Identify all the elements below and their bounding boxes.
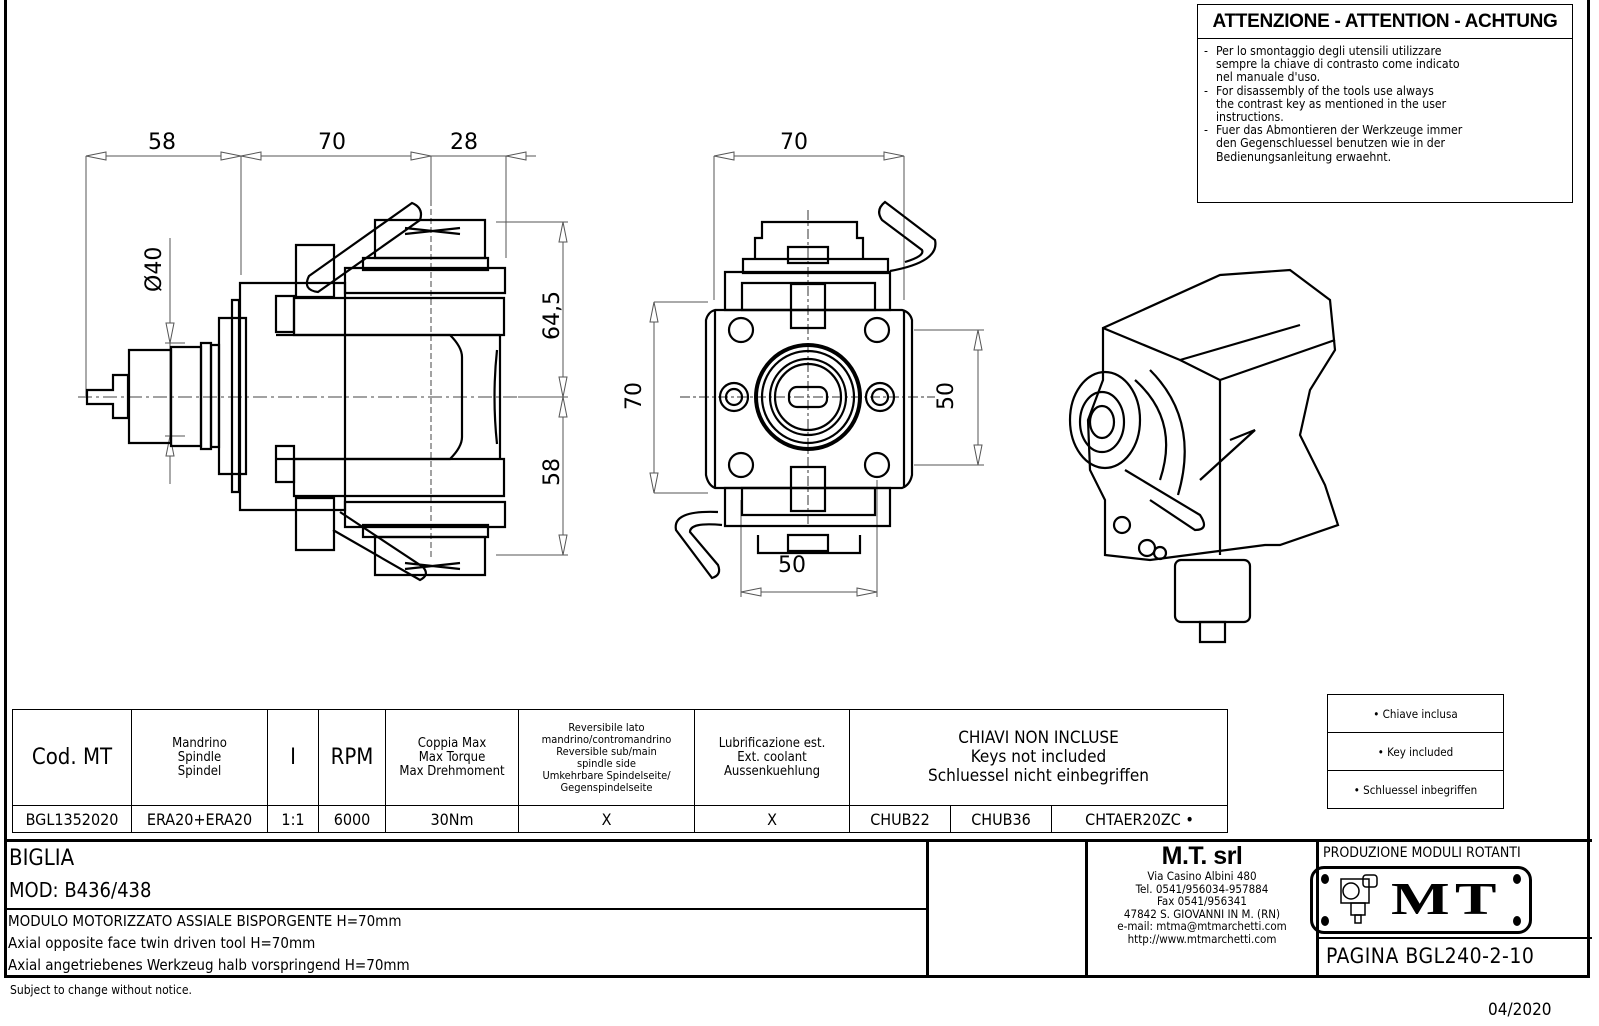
- cell-coolant: X: [694, 805, 850, 833]
- disclaimer-text: Subject to change without notice.: [10, 983, 192, 997]
- cell-rpm: 6000: [318, 805, 386, 833]
- front-view-body: [676, 202, 936, 578]
- dimension-label: 70: [780, 130, 808, 155]
- warning-line: instructions.: [1216, 110, 1284, 125]
- company-name: M.T. srl: [1161, 842, 1243, 870]
- dimension-label: 28: [450, 130, 478, 155]
- company-email[interactable]: e-mail: mtma@mtmarchetti.com: [1117, 919, 1287, 933]
- divider: [1085, 839, 1088, 978]
- description-de: Axial angetriebenes Werkzeug halb vorspr…: [8, 956, 410, 974]
- company-website[interactable]: http://www.mtmarchetti.com: [1127, 931, 1277, 946]
- dimension-label: 50: [778, 553, 806, 578]
- cell-key-3: CHTAER20ZC •: [1051, 805, 1228, 833]
- cell-torque: 30Nm: [385, 805, 519, 833]
- legend-item: • Schluessel inbegriffen: [1353, 782, 1478, 797]
- warning-line: For disassembly of the tools use always: [1216, 83, 1434, 98]
- logo-text: MT: [1391, 873, 1502, 924]
- dimension-label: 58: [540, 458, 565, 486]
- description-it: MODULO MOTORIZZATO ASSIALE BISPORGENTE H…: [8, 912, 402, 930]
- divider: [926, 839, 929, 978]
- warning-line: the contrast key as mentioned in the use…: [1216, 96, 1447, 111]
- divider: [1316, 839, 1319, 978]
- warning-title: ATTENZIONE - ATTENTION - ACHTUNG: [1198, 5, 1572, 39]
- company-address: Via Casino Albini 480: [1147, 869, 1257, 883]
- description-en: Axial opposite face twin driven tool H=7…: [8, 934, 316, 952]
- title-block-border: [4, 839, 1592, 842]
- technical-drawing: [0, 0, 1599, 700]
- company-logo: MT: [1310, 866, 1532, 934]
- front-view: [650, 152, 984, 597]
- front-view-dimension-lines: [650, 152, 984, 597]
- page-number: PAGINA BGL240-2-10: [1326, 944, 1535, 968]
- cell-key-2: CHUB36: [950, 805, 1052, 833]
- screw-icon: [1513, 916, 1521, 926]
- warning-line: nel manuale d'uso.: [1216, 70, 1321, 85]
- cell-spindle: ERA20+ERA20: [131, 805, 268, 833]
- tool-module-icon: [1341, 875, 1377, 923]
- drawing-frame: [4, 0, 1590, 978]
- side-view: [78, 152, 568, 580]
- dimension-label: 64,5: [540, 291, 565, 340]
- company-info: M.T. srl Via Casino Albini 480 Tel. 0541…: [1088, 842, 1316, 945]
- warning-body: - Per lo smontaggio degli utensili utili…: [1204, 44, 1463, 164]
- warning-line: Per lo smontaggio degli utensili utilizz…: [1216, 44, 1442, 58]
- cell-ratio: 1:1: [267, 805, 319, 833]
- company-city: 47842 S. GIOVANNI IN M. (RN): [1123, 906, 1281, 921]
- divider: [4, 908, 927, 910]
- cell-reversible: X: [518, 805, 695, 833]
- production-label: PRODUZIONE MODULI ROTANTI: [1323, 845, 1521, 861]
- dimension-label: 58: [148, 130, 176, 155]
- screw-icon: [1321, 916, 1329, 926]
- revision-date: 04/2020: [1488, 1000, 1552, 1020]
- spec-table-row: BGL1352020 ERA20+ERA20 1:1 6000 30Nm X X…: [12, 805, 1228, 833]
- legend-item: • Key included: [1328, 733, 1503, 771]
- center-line: [680, 210, 935, 525]
- machine-name: BIGLIA: [9, 846, 75, 871]
- screw-icon: [1513, 874, 1521, 884]
- cell-code: BGL1352020: [12, 805, 132, 833]
- cell-key-1: CHUB22: [849, 805, 951, 833]
- isometric-view: [1070, 270, 1338, 642]
- logo-graphic: [1321, 874, 1521, 926]
- dimension-label: 70: [318, 130, 346, 155]
- warning-line: Bedienungsanleitung erwaehnt.: [1216, 149, 1392, 164]
- dimension-label: 50: [934, 382, 959, 410]
- warning-line: Fuer das Abmontieren der Werkzeuge immer: [1216, 123, 1463, 138]
- model-name: MOD: B436/438: [9, 878, 152, 902]
- dimension-label: 70: [622, 382, 647, 410]
- company-tel: Tel. 0541/956034-957884: [1135, 881, 1269, 896]
- warning-box: ATTENZIONE - ATTENTION - ACHTUNG - Per l…: [1197, 4, 1573, 203]
- key-legend: • Chiave inclusa • Key included • Schlue…: [1327, 694, 1504, 809]
- dimension-label: Ø40: [142, 246, 167, 292]
- header-ratio: I: [267, 709, 319, 806]
- header-code: Cod. MT: [12, 709, 132, 806]
- legend-item: • Chiave inclusa: [1328, 695, 1503, 733]
- warning-line: den Gegenschluessel benutzen wie in der: [1216, 136, 1445, 151]
- divider: [1316, 937, 1592, 939]
- header-rpm: RPM: [318, 709, 386, 806]
- side-view-body: [87, 203, 505, 580]
- side-view-dimension-lines: [86, 152, 568, 555]
- company-fax: Fax 0541/956341: [1157, 894, 1247, 908]
- screw-icon: [1321, 874, 1329, 884]
- warning-line: sempre la chiave di contrasto come indic…: [1216, 57, 1460, 72]
